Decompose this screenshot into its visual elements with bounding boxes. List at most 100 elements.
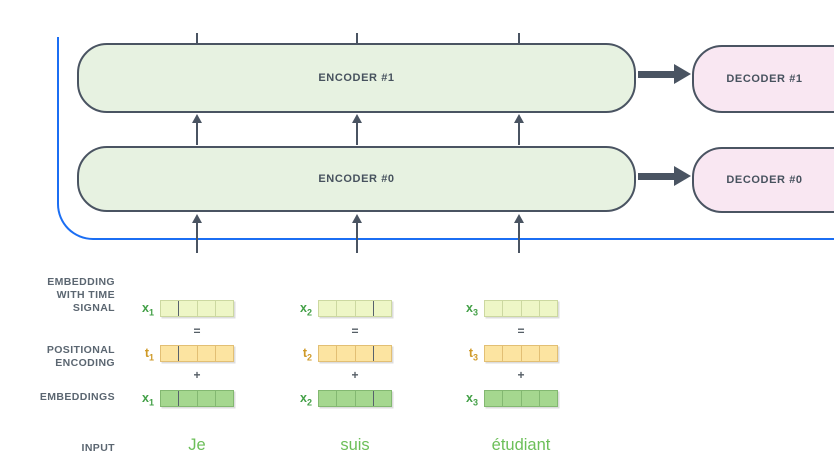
equals-operator: = bbox=[351, 324, 359, 338]
embedding-vector-label: x1 bbox=[142, 390, 154, 407]
input-word: étudiant bbox=[491, 436, 551, 454]
vector-cell bbox=[356, 391, 374, 406]
embedding-vector bbox=[318, 390, 392, 407]
arrow-head-icon bbox=[352, 114, 362, 123]
embedding-with-time-signal-vector bbox=[160, 300, 234, 317]
embedding-with-time-signal-row: x2 bbox=[300, 300, 392, 317]
arrow-shaft bbox=[638, 70, 674, 78]
plus-operator: + bbox=[517, 368, 525, 382]
embedding-with-time-signal-row: x3 bbox=[466, 300, 558, 317]
embedding-vector bbox=[484, 390, 558, 407]
plus-operator: + bbox=[193, 368, 201, 382]
vector-cell bbox=[319, 301, 338, 316]
vector-cell bbox=[161, 346, 180, 361]
encoder-1-box: ENCODER #1 bbox=[77, 43, 636, 113]
positional-encoding-row: t1 bbox=[145, 345, 234, 362]
positional-vector-label: t1 bbox=[144, 345, 154, 362]
vector-cell bbox=[179, 346, 198, 361]
arrow-head-icon bbox=[192, 214, 202, 223]
row-label-embeddings: EMBEDDINGS bbox=[39, 391, 115, 403]
vector-cell bbox=[503, 346, 522, 361]
positional-encoding-vector bbox=[318, 345, 392, 362]
vector-cell bbox=[337, 301, 356, 316]
vector-cell bbox=[216, 301, 233, 316]
arrow-shaft bbox=[356, 123, 358, 145]
arrow-head-icon bbox=[352, 214, 362, 223]
encoder-0-label: ENCODER #0 bbox=[318, 173, 395, 185]
vector-cell bbox=[356, 301, 374, 316]
encoder-0-box: ENCODER #0 bbox=[77, 146, 636, 212]
token-column: x1 = t1 + x1 Je bbox=[142, 300, 234, 474]
arrow-shaft bbox=[518, 123, 520, 145]
decoder-1-box: DECODER #1 bbox=[692, 45, 834, 113]
embedding-vector-label: x2 bbox=[300, 390, 312, 407]
vector-cell bbox=[161, 301, 180, 316]
embedding-with-time-signal-vector bbox=[484, 300, 558, 317]
embedding-vector bbox=[160, 390, 234, 407]
positional-encoding-row: t2 bbox=[303, 345, 392, 362]
positional-encoding-row: t3 bbox=[469, 345, 558, 362]
signal-vector-label: x3 bbox=[466, 300, 478, 317]
arrow-shaft bbox=[196, 123, 198, 145]
row-label-positional-encoding: POSITIONAL ENCODING bbox=[46, 344, 115, 369]
encoder-output-stub bbox=[196, 33, 198, 43]
vector-cell bbox=[374, 301, 391, 316]
encoder-to-decoder-arrow-0 bbox=[638, 166, 691, 186]
vector-cell bbox=[161, 391, 180, 406]
vector-cell bbox=[522, 346, 540, 361]
vector-cell bbox=[337, 391, 356, 406]
encoder-output-stub bbox=[518, 33, 520, 43]
vector-cell bbox=[356, 346, 374, 361]
arrow-head-icon bbox=[192, 114, 202, 123]
arrow-shaft bbox=[196, 223, 198, 253]
input-to-encoder-arrow bbox=[352, 214, 362, 253]
vector-cell bbox=[216, 391, 233, 406]
vector-cell bbox=[522, 391, 540, 406]
vector-cell bbox=[198, 301, 216, 316]
arrow-shaft bbox=[518, 223, 520, 253]
vector-cell bbox=[198, 346, 216, 361]
signal-vector-label: x2 bbox=[300, 300, 312, 317]
encoder-output-stub bbox=[356, 33, 358, 43]
vector-cell bbox=[337, 346, 356, 361]
between-encoder-arrow bbox=[514, 114, 524, 145]
vector-cell bbox=[319, 391, 338, 406]
vector-cell bbox=[374, 346, 391, 361]
embedding-row: x3 bbox=[466, 390, 558, 407]
input-to-encoder-arrow bbox=[514, 214, 524, 253]
vector-cell bbox=[540, 301, 557, 316]
arrow-shaft bbox=[638, 172, 674, 180]
vector-cell bbox=[179, 391, 198, 406]
embedding-row: x1 bbox=[142, 390, 234, 407]
vector-cell bbox=[179, 301, 198, 316]
arrow-head-icon bbox=[674, 64, 691, 84]
vector-cell bbox=[540, 346, 557, 361]
between-encoder-arrow bbox=[192, 114, 202, 145]
vector-cell bbox=[522, 301, 540, 316]
vector-cell bbox=[503, 301, 522, 316]
vector-cell bbox=[485, 391, 504, 406]
embedding-vector-label: x3 bbox=[466, 390, 478, 407]
vector-cell bbox=[540, 391, 557, 406]
between-encoder-arrow bbox=[352, 114, 362, 145]
input-word: Je bbox=[188, 436, 206, 454]
vector-cell bbox=[216, 346, 233, 361]
vector-cell bbox=[198, 391, 216, 406]
row-label-embedding-with-time-signal: EMBEDDING WITH TIME SIGNAL bbox=[47, 276, 115, 314]
input-word: suis bbox=[340, 436, 370, 454]
embedding-row: x2 bbox=[300, 390, 392, 407]
vector-cell bbox=[485, 346, 504, 361]
arrow-head-icon bbox=[514, 214, 524, 223]
positional-vector-label: t2 bbox=[302, 345, 312, 362]
embedding-with-time-signal-vector bbox=[318, 300, 392, 317]
vector-cell bbox=[503, 391, 522, 406]
embedding-with-time-signal-row: x1 bbox=[142, 300, 234, 317]
vector-cell bbox=[485, 301, 504, 316]
vector-cell bbox=[374, 391, 391, 406]
equals-operator: = bbox=[517, 324, 525, 338]
token-column: x2 = t2 + x2 suis bbox=[300, 300, 392, 474]
decoder-0-label: DECODER #0 bbox=[726, 174, 803, 186]
positional-encoding-vector bbox=[160, 345, 234, 362]
arrow-head-icon bbox=[514, 114, 524, 123]
